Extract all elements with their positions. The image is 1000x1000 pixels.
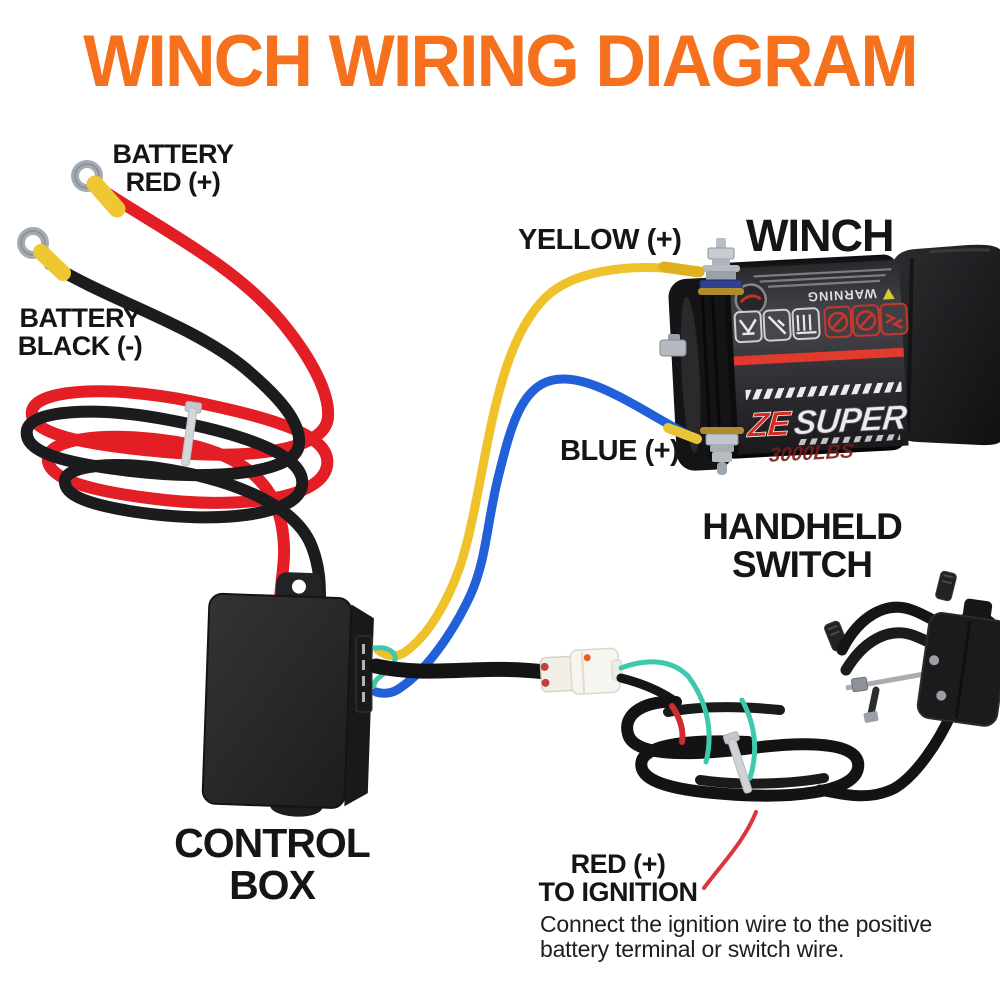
harness-sheath: [368, 658, 553, 680]
label-battery-black: BATTERY BLACK (-): [4, 303, 156, 361]
yellow-wire: [373, 261, 705, 661]
control-box: [201, 572, 374, 817]
winch-terminal-top: [698, 238, 744, 295]
capacity-text: 3000LBS: [768, 440, 855, 466]
switch-harness-coil: [621, 673, 865, 802]
label-handheld-switch: HANDHELD SWITCH: [686, 506, 918, 586]
handheld-switch: [824, 570, 1000, 727]
icon-no-hands: [851, 304, 881, 337]
warning-strip: WARNING: [806, 286, 895, 305]
blue-wire: [371, 374, 702, 698]
label-winch: WINCH: [746, 210, 894, 261]
label-red-stripe: [733, 347, 904, 366]
label-ignition: RED (+) TO IGNITION: [536, 849, 700, 907]
hatch-stripe-bottom: [796, 433, 901, 446]
battery-black-cable: [20, 258, 326, 607]
winch-side-bolt: [659, 334, 687, 357]
teal-wire-after-connector: [618, 659, 691, 679]
winch-housing: [893, 244, 1000, 446]
icon-no-wrench: [823, 305, 853, 339]
label-handheld-line1: HANDHELD: [702, 506, 903, 547]
ring-terminal-red: [71, 160, 126, 218]
teal-wire-wrap: [685, 673, 758, 781]
label-battery-red: BATTERY RED (+): [108, 139, 238, 197]
ignition-wire: [702, 810, 758, 890]
icon-roller: [733, 310, 763, 344]
switch-cable: [814, 706, 958, 802]
control-box-side-connector: [355, 635, 373, 713]
hatch-stripe-top: [745, 381, 902, 400]
winch-label-fine-print: [753, 268, 892, 288]
ignition-note-line2: battery terminal or switch wire.: [540, 936, 845, 963]
label-control-line1: CONTROL: [174, 820, 371, 866]
ring-terminal-black: [17, 227, 71, 281]
warning-text: WARNING: [806, 286, 877, 305]
wire-connector: [539, 647, 623, 695]
winch-terminal-bottom: [700, 427, 744, 475]
label-battery-red-line1: BATTERY: [112, 139, 235, 169]
clamp-bolt-top: [935, 570, 957, 602]
brand-logo-text: ZE SUPER 3000LBS: [745, 398, 909, 467]
label-control-box: CONTROL BOX: [170, 820, 374, 909]
cable-tie-harness: [722, 731, 753, 794]
cable-tie-battery: [181, 400, 203, 467]
label-ignition-line1: RED (+): [570, 849, 666, 879]
brand-prefix-text: ZE: [745, 405, 793, 445]
label-control-line2: BOX: [229, 862, 316, 909]
label-blue-wire: BLUE (+): [560, 435, 680, 467]
icon-hook: [762, 308, 792, 342]
warning-icons: [733, 302, 909, 344]
ignition-note: Connect the ignition wire to the positiv…: [540, 911, 932, 963]
label-yellow-wire: YELLOW (+): [518, 224, 682, 256]
label-ignition-line2: TO IGNITION: [538, 876, 698, 907]
page-title: WINCH WIRING DIAGRAM: [83, 21, 919, 102]
battery-red-cable: [25, 182, 335, 607]
winch-assembly: WARNING: [659, 238, 1000, 475]
red-wire-in-coil: [669, 703, 686, 745]
icon-drum: [791, 307, 821, 341]
winch-motor: WARNING: [668, 254, 909, 471]
label-handheld-line2: SWITCH: [732, 544, 873, 586]
switch-body: [916, 598, 1000, 727]
label-battery-red-line2: RED (+): [125, 166, 221, 197]
label-battery-black-line1: BATTERY: [19, 303, 142, 333]
icon-arrows: [879, 302, 909, 336]
label-battery-black-line2: BLACK (-): [17, 330, 143, 361]
ignition-note-line1: Connect the ignition wire to the positiv…: [540, 911, 932, 937]
